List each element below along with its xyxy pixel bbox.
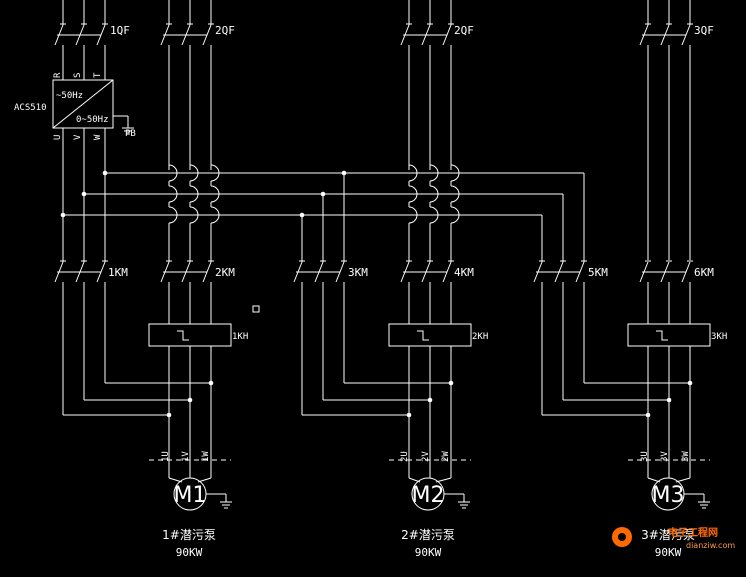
junction-dot: [102, 170, 108, 176]
watermark-text: 电子工程网: [668, 526, 718, 539]
thermal-relay-label-3: 3KH: [711, 332, 727, 342]
terminal-2w: 2W: [441, 451, 451, 462]
contactor-label-4: 4KM: [454, 266, 474, 279]
terminal-2u: 2U: [400, 451, 410, 462]
junction-dot: [60, 212, 66, 218]
thermal-relay-element: [417, 330, 429, 341]
terminal-2v: 2V: [421, 451, 431, 462]
motor-1: M1 1#潜污泵 90KW: [162, 477, 216, 559]
wire-crossover: [450, 206, 460, 224]
vfd-model: ACS510: [14, 103, 47, 113]
vfd-ground-label: PB: [125, 129, 136, 139]
motor-2-circle: [411, 477, 445, 511]
wiring: [54, 0, 711, 509]
thermal-relay-label-1: 1KH: [232, 332, 248, 342]
wire-crossover: [168, 185, 178, 203]
vfd-terminal-u: U: [53, 135, 63, 140]
thermal-relay-box: [627, 323, 711, 347]
vfd-terminal-t: T: [93, 72, 103, 78]
wire-crossover: [168, 164, 178, 182]
motor-1-power: 90KW: [176, 546, 203, 559]
breaker-label-3: 2QF: [454, 24, 474, 37]
motor-terminals-1: 1U 1V 1W: [161, 451, 211, 462]
contactor-label-3: 3KM: [348, 266, 368, 279]
vfd-terminal-s: S: [73, 73, 83, 78]
wire-crossover: [408, 164, 418, 182]
wire-crossover: [189, 185, 199, 203]
motor-1-circle: [173, 477, 207, 511]
motor-terminals-2: 2U 2V 2W: [400, 451, 451, 462]
vfd-output-spec: 0~50Hz: [76, 115, 109, 125]
wire-crossover: [429, 206, 439, 224]
wire-crossover: [429, 164, 439, 182]
terminal-1w: 1W: [201, 451, 211, 462]
breaker-label-1: 1QF: [110, 24, 130, 37]
motor-terminals-3: 3U 3V 3W: [640, 451, 691, 462]
motor-3-name: 3#潜污泵: [641, 528, 695, 542]
vfd-terminal-r: R: [53, 72, 63, 78]
motor-1-name: 1#潜污泵: [162, 528, 216, 542]
motor-3-circle: [651, 477, 685, 511]
motor-1-symbol: M1: [174, 483, 207, 508]
terminal-1u: 1U: [161, 451, 171, 462]
motor-3: M3 3#潜污泵 90KW: [641, 477, 695, 559]
contactor-label-1: 1KM: [108, 266, 128, 279]
motor-3-power: 90KW: [655, 546, 682, 559]
wire-crossover: [408, 185, 418, 203]
vfd-input-spec: ~50Hz: [56, 91, 83, 101]
wire-crossover: [210, 164, 220, 182]
junction-dot: [81, 191, 87, 197]
motor-2-power: 90KW: [415, 546, 442, 559]
contactor-label-5: 5KM: [588, 266, 608, 279]
terminal-3u: 3U: [640, 451, 650, 462]
watermark: 电子工程网 dianziw.com: [612, 526, 735, 550]
wire-crossover: [168, 206, 178, 224]
marker-square: [252, 305, 260, 313]
watermark-gear-hole: [618, 533, 626, 541]
terminal-3w: 3W: [681, 451, 691, 462]
watermark-url: dianziw.com: [686, 541, 735, 550]
vfd-terminal-v: V: [73, 134, 83, 140]
wire-crossover: [408, 206, 418, 224]
breaker-label-2: 2QF: [215, 24, 235, 37]
thermal-relay-label-2: 2KH: [472, 332, 488, 342]
vfd-diagonal: [52, 79, 114, 129]
wire-crossover: [429, 185, 439, 203]
wire-crossover: [189, 164, 199, 182]
terminal-3v: 3V: [660, 451, 670, 462]
wire-crossover: [210, 206, 220, 224]
thermal-relay-element: [656, 330, 668, 341]
motor-3-symbol: M3: [652, 483, 685, 508]
wire-crossover: [450, 185, 460, 203]
thermal-relay-box: [148, 323, 232, 347]
motor-2: M2 2#潜污泵 90KW: [401, 477, 455, 559]
motor-2-name: 2#潜污泵: [401, 528, 455, 542]
motor-2-symbol: M2: [412, 483, 445, 508]
breaker-label-4: 3QF: [694, 24, 714, 37]
wire-crossover: [189, 206, 199, 224]
contactor-label-6: 6KM: [694, 266, 714, 279]
wire-crossover: [210, 185, 220, 203]
vfd-box: [52, 79, 114, 129]
vfd-terminal-w: W: [93, 134, 103, 140]
wire-crossover: [450, 164, 460, 182]
thermal-relay-box: [388, 323, 472, 347]
vfd-acs510: ~50Hz 0~50Hz ACS510 R S T U V W PB: [14, 72, 136, 140]
thermal-relay-element: [177, 330, 189, 341]
terminal-1v: 1V: [181, 451, 191, 462]
contactor-label-2: 2KM: [215, 266, 235, 279]
